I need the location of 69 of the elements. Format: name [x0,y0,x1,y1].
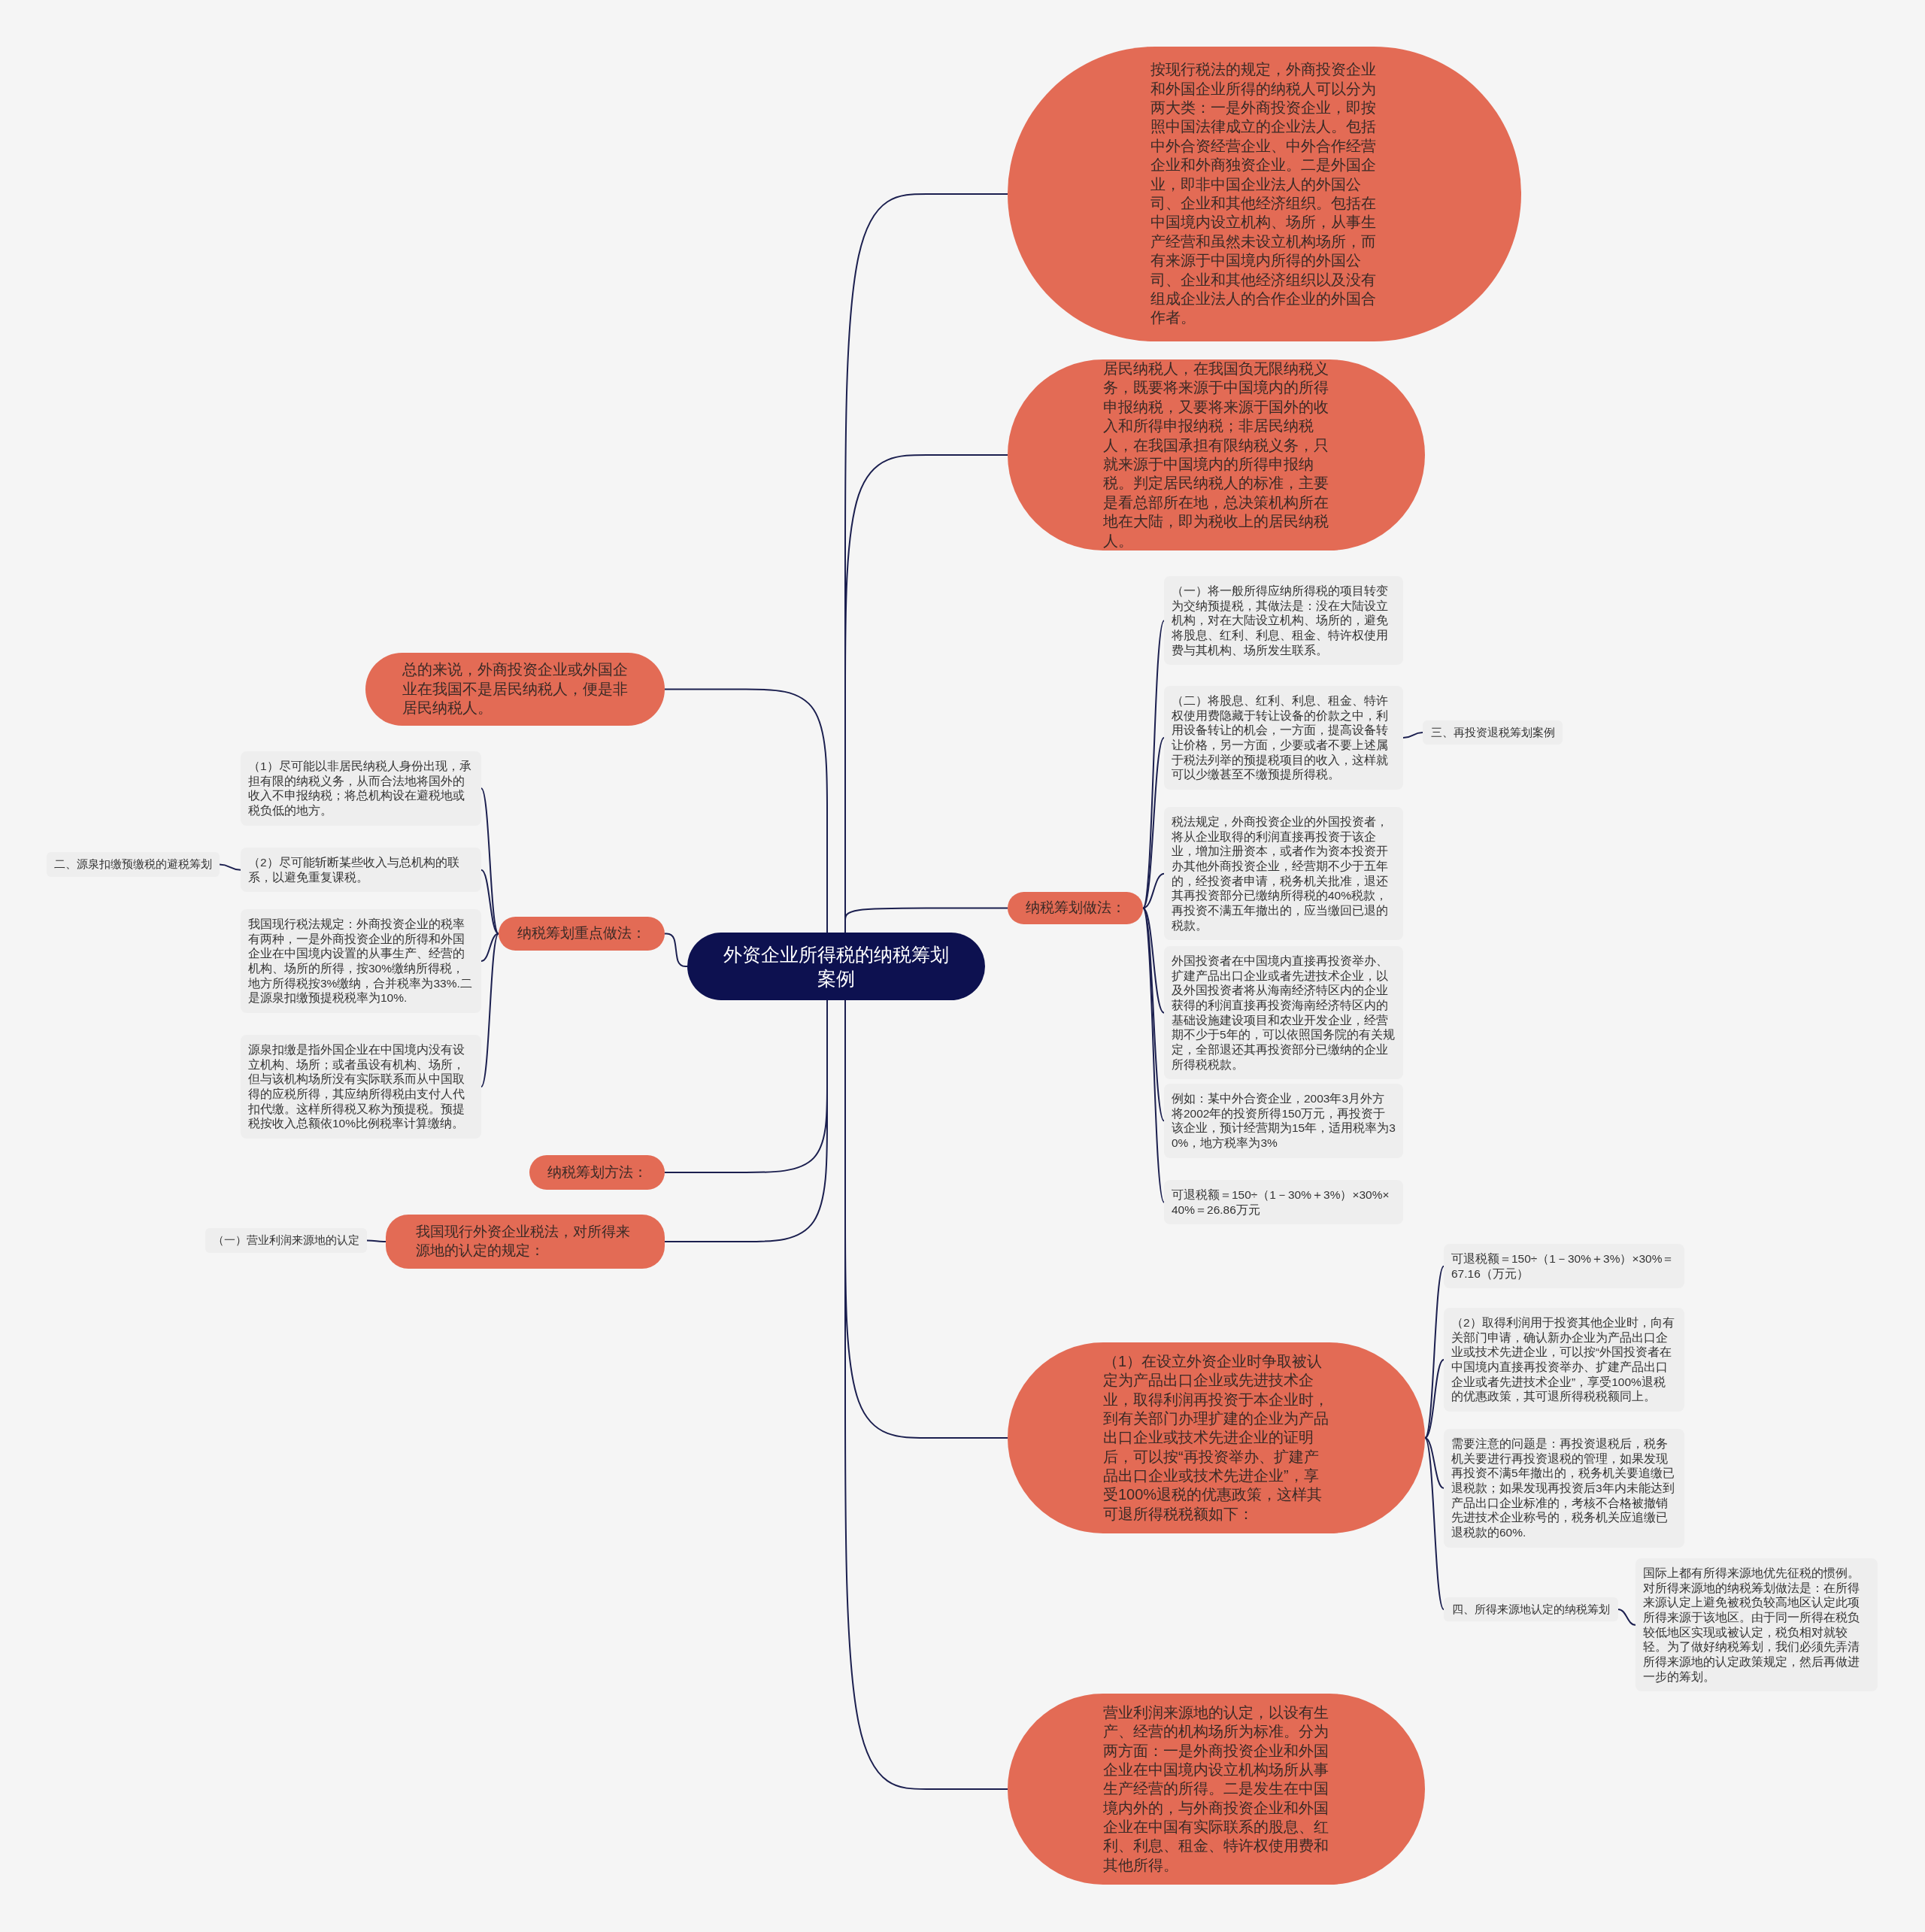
note-text: 需要注意的问题是：再投资退税后，税务机关要进行再投资退税的管理，如果发现再投资不满5年撤出的，税务机关要追缴已退税款；如果发现再投资后3年内未能达到产品出口企业标准的，考核不合格被撤销先进技术企业称号的，税务机关应追缴已退税款的60%. [1451,1436,1675,1540]
note-card [1164,807,1403,941]
note-card [1635,1558,1878,1692]
tag-text: （一）营业利润来源地的认定 [213,1233,359,1248]
note-text: 国际上都有所得来源地优先征税的惯例。对所得来源地的纳税筹划做法是：在所得来源认定上避免被税负较高地区认定此项所得来源于该地区。由于同一所得在税负较低地区实现或被认定，税负相对就较轻。为了做好纳税筹划，我们必须先弄清所得来源地的认定政策规定，然后再做进一步的筹划。 [1643,1566,1860,1685]
topic-pill [499,917,665,951]
connector-line [1424,1437,1445,1610]
note-card [241,1035,481,1139]
note-text: 可退税额＝150÷（1－30%＋3%）×30%×40%＝26.86万元 [1172,1187,1390,1218]
connector-line [1142,907,1165,1014]
subtopic-tag [205,1228,367,1253]
connector-line [480,933,499,1087]
note-card [241,751,481,826]
note-text: （2）取得利润用于投资其他企业时，向有关部门申请，确认新办企业为产品出口企业或技术先进企业，可以按“外国投资者在中国境内直接再投资举办、扩建产品出口企业或者先进技术企业”，享受100%退税的优惠政策，其可退所得税税额同上。 [1451,1315,1675,1405]
connector-line [366,1239,387,1242]
note-text: 可退税额＝150÷（1－30%＋3%）×30%＝67.16（万元） [1451,1251,1675,1281]
connector-line [1142,737,1165,909]
pill-text: 纳税筹划方法： [547,1163,647,1181]
bubble-text: （1）在设立外资企业时争取被认定为产品出口企业或先进技术企业，取得利润再投资于本企业时，到有关部门办理扩建的企业为产品出口企业或技术先进企业的证明后，可以按“再投资举办、扩建产品出口企业或技术先进企业”，享受100%退税的优惠政策，这样其可退所得税税额如下： [1103,1351,1329,1524]
note-text: （2）尽可能斩断某些收入与总机构的联系，以避免重复课税。 [248,855,460,885]
connector-line [480,933,499,962]
connector-line [1142,872,1165,909]
note-card [1444,1429,1684,1548]
tag-text: 二、源泉扣缴预缴税的避税筹划 [54,857,212,872]
subtopic-tag [47,852,220,877]
note-text: 税法规定，外商投资企业的外国投资者，将从企业取得的利润直接再投资于该企业，增加注册资本，或者作为资本投资开办其他外商投资企业，经营期不少于五年的，经投资者申请，税务机关批准，退还其再投资部分已缴纳所得税的40%税款，再投资不满五年撤出的，应当缴回已退的税款。 [1172,814,1389,933]
connector-line [1424,1359,1445,1439]
pill-text: 纳税筹划重点做法： [517,924,646,943]
note-card [241,909,481,1014]
pill-text: 纳税筹划做法： [1025,899,1126,917]
note-card [1444,1244,1684,1289]
connector-line [664,688,828,933]
note-text: 外国投资者在中国境内直接再投资举办、扩建产品出口企业或者先进技术企业，以及外国投资者将从海南经济特区内的企业获得的利润直接再投资海南经济特区内的基础设施建设项目和农业开发企业，经营期不少于5年的，可以依照国务院的有关规定，全部退还其再投资部分已缴纳的企业所得税税款。 [1172,954,1396,1072]
connector-line [1424,1265,1445,1439]
note-card [1444,1308,1684,1412]
pill-text: 我国现行外资企业税法，对所得来源地的认定的规定： [415,1223,631,1260]
note-text: 源泉扣缴是指外国企业在中国境内没有设立机构、场所；或者虽设有机构、场所，但与该机构场所没有实际联系而从中国取得的应税所得，其应纳所得税由支付人代扣代缴。这样所得税又称为预提税。预提税按收入总额依10%比例税率计算缴纳。 [248,1042,465,1132]
note-card [1164,1084,1403,1158]
tag-text: 三、再投资退税筹划案例 [1430,725,1555,740]
connector-line [1424,1437,1445,1489]
note-card [241,848,481,893]
note-text: 我国现行税法规定：外商投资企业的税率有两种，一是外商投资企业的所得和外国企业在中国境内设置的从事生产、经营的机构、场所的所得，按30%缴纳所得税，地方所得税按3%缴纳，合并税率为33%.二是源泉扣缴预提税税率为10%. [248,917,473,1006]
note-text: （二）将股息、红利、利息、租金、特许权使用费隐藏于转让设备的价款之中，利用设备转让的机会，一方面，提高设备转让价格，另一方面，少要或者不要上述属于税法列举的预提税项目的收入，这样就可以少缴甚至不缴预提所得税。 [1172,693,1389,783]
connector-line [480,869,499,935]
topic-pill [386,1215,665,1269]
subtopic-tag [1444,1597,1618,1621]
connector-line [480,787,499,935]
connector-line [1617,1609,1636,1626]
note-card [1164,946,1403,1080]
bubble-text: 按现行税法的规定，外商投资企业和外国企业所得的纳税人可以分为两大类：一是外商投资企业，即按照中国法律成立的企业法人。包括中外合资经营企业、中外合作经营企业和外商独资企业。二是外国企业，即非中国企业法人的外国公司、企业和其他经济组织。包括在中国境内设立机构、场所，从事生产经营和虽然未设立机构场所，而有来源于中国境内所得的外国公司、企业和其他经济组织以及没有组成企业法人的合作企业的外国合作者。 [1150,60,1377,328]
tag-text: 四、所得来源地认定的纳税筹划 [1452,1602,1610,1617]
topic-pill [529,1155,665,1190]
note-card [1164,686,1403,790]
bubble-text: 总的来说，外商投资企业或外国企业在我国不是居民纳税人，便是非居民纳税人。 [402,660,629,718]
connector-line [844,907,1008,933]
topic-pill [1008,892,1143,924]
connector-line [1402,732,1423,739]
note-text: （1）尽可能以非居民纳税人身份出现，承担有限的纳税义务，从而合法地将国外的收入不申报纳税；将总机构设在避税地或税负低的地方。 [248,759,472,818]
connector-line [1142,907,1165,1203]
subtopic-tag [1423,720,1563,745]
note-card [1164,576,1403,666]
bubble-text: 居民纳税人，在我国负无限纳税义务，既要将来源于中国境内的所得申报纳税，又要将来源于国外的收入和所得申报纳税；非居民纳税人，在我国承担有限纳税义务，只就来源于中国境内的所得申报纳税。判定居民纳税人的标准，主要是看总部所在地，总决策机构所在地在大陆，即为税收上的居民纳税人。 [1103,359,1329,550]
note-text: 例如：某中外合资企业，2003年3月外方将2002年的投资所得150万元，再投资于该企业，预计经营期为15年，适用税率为30%，地方税率为3% [1172,1091,1396,1151]
bubble-text: 营业利润来源地的认定，以设有生产、经营的机构场所为标准。分为两方面：一是外商投资企业和外国企业在中国境内设立机构场所从事生产经营的所得。二是发生在中国境内外的，与外商投资企业和外国企业在中国有实际联系的股息、红利、利息、租金、特许权使用费和其他所得。 [1103,1703,1329,1875]
connector-line [664,933,688,967]
note-card [1164,1180,1403,1225]
topic-text: 外资企业所得税的纳税筹划案例 [723,942,950,990]
connector-line [219,863,241,871]
note-text: （一）将一般所得应纳所得税的项目转变为交纳预提税，其做法是：没在大陆设立机构，对在大陆设立机构、场所的，避免将股息、红利、利息、租金、特许权使用费与其机构、场所发生联系。 [1172,584,1389,658]
